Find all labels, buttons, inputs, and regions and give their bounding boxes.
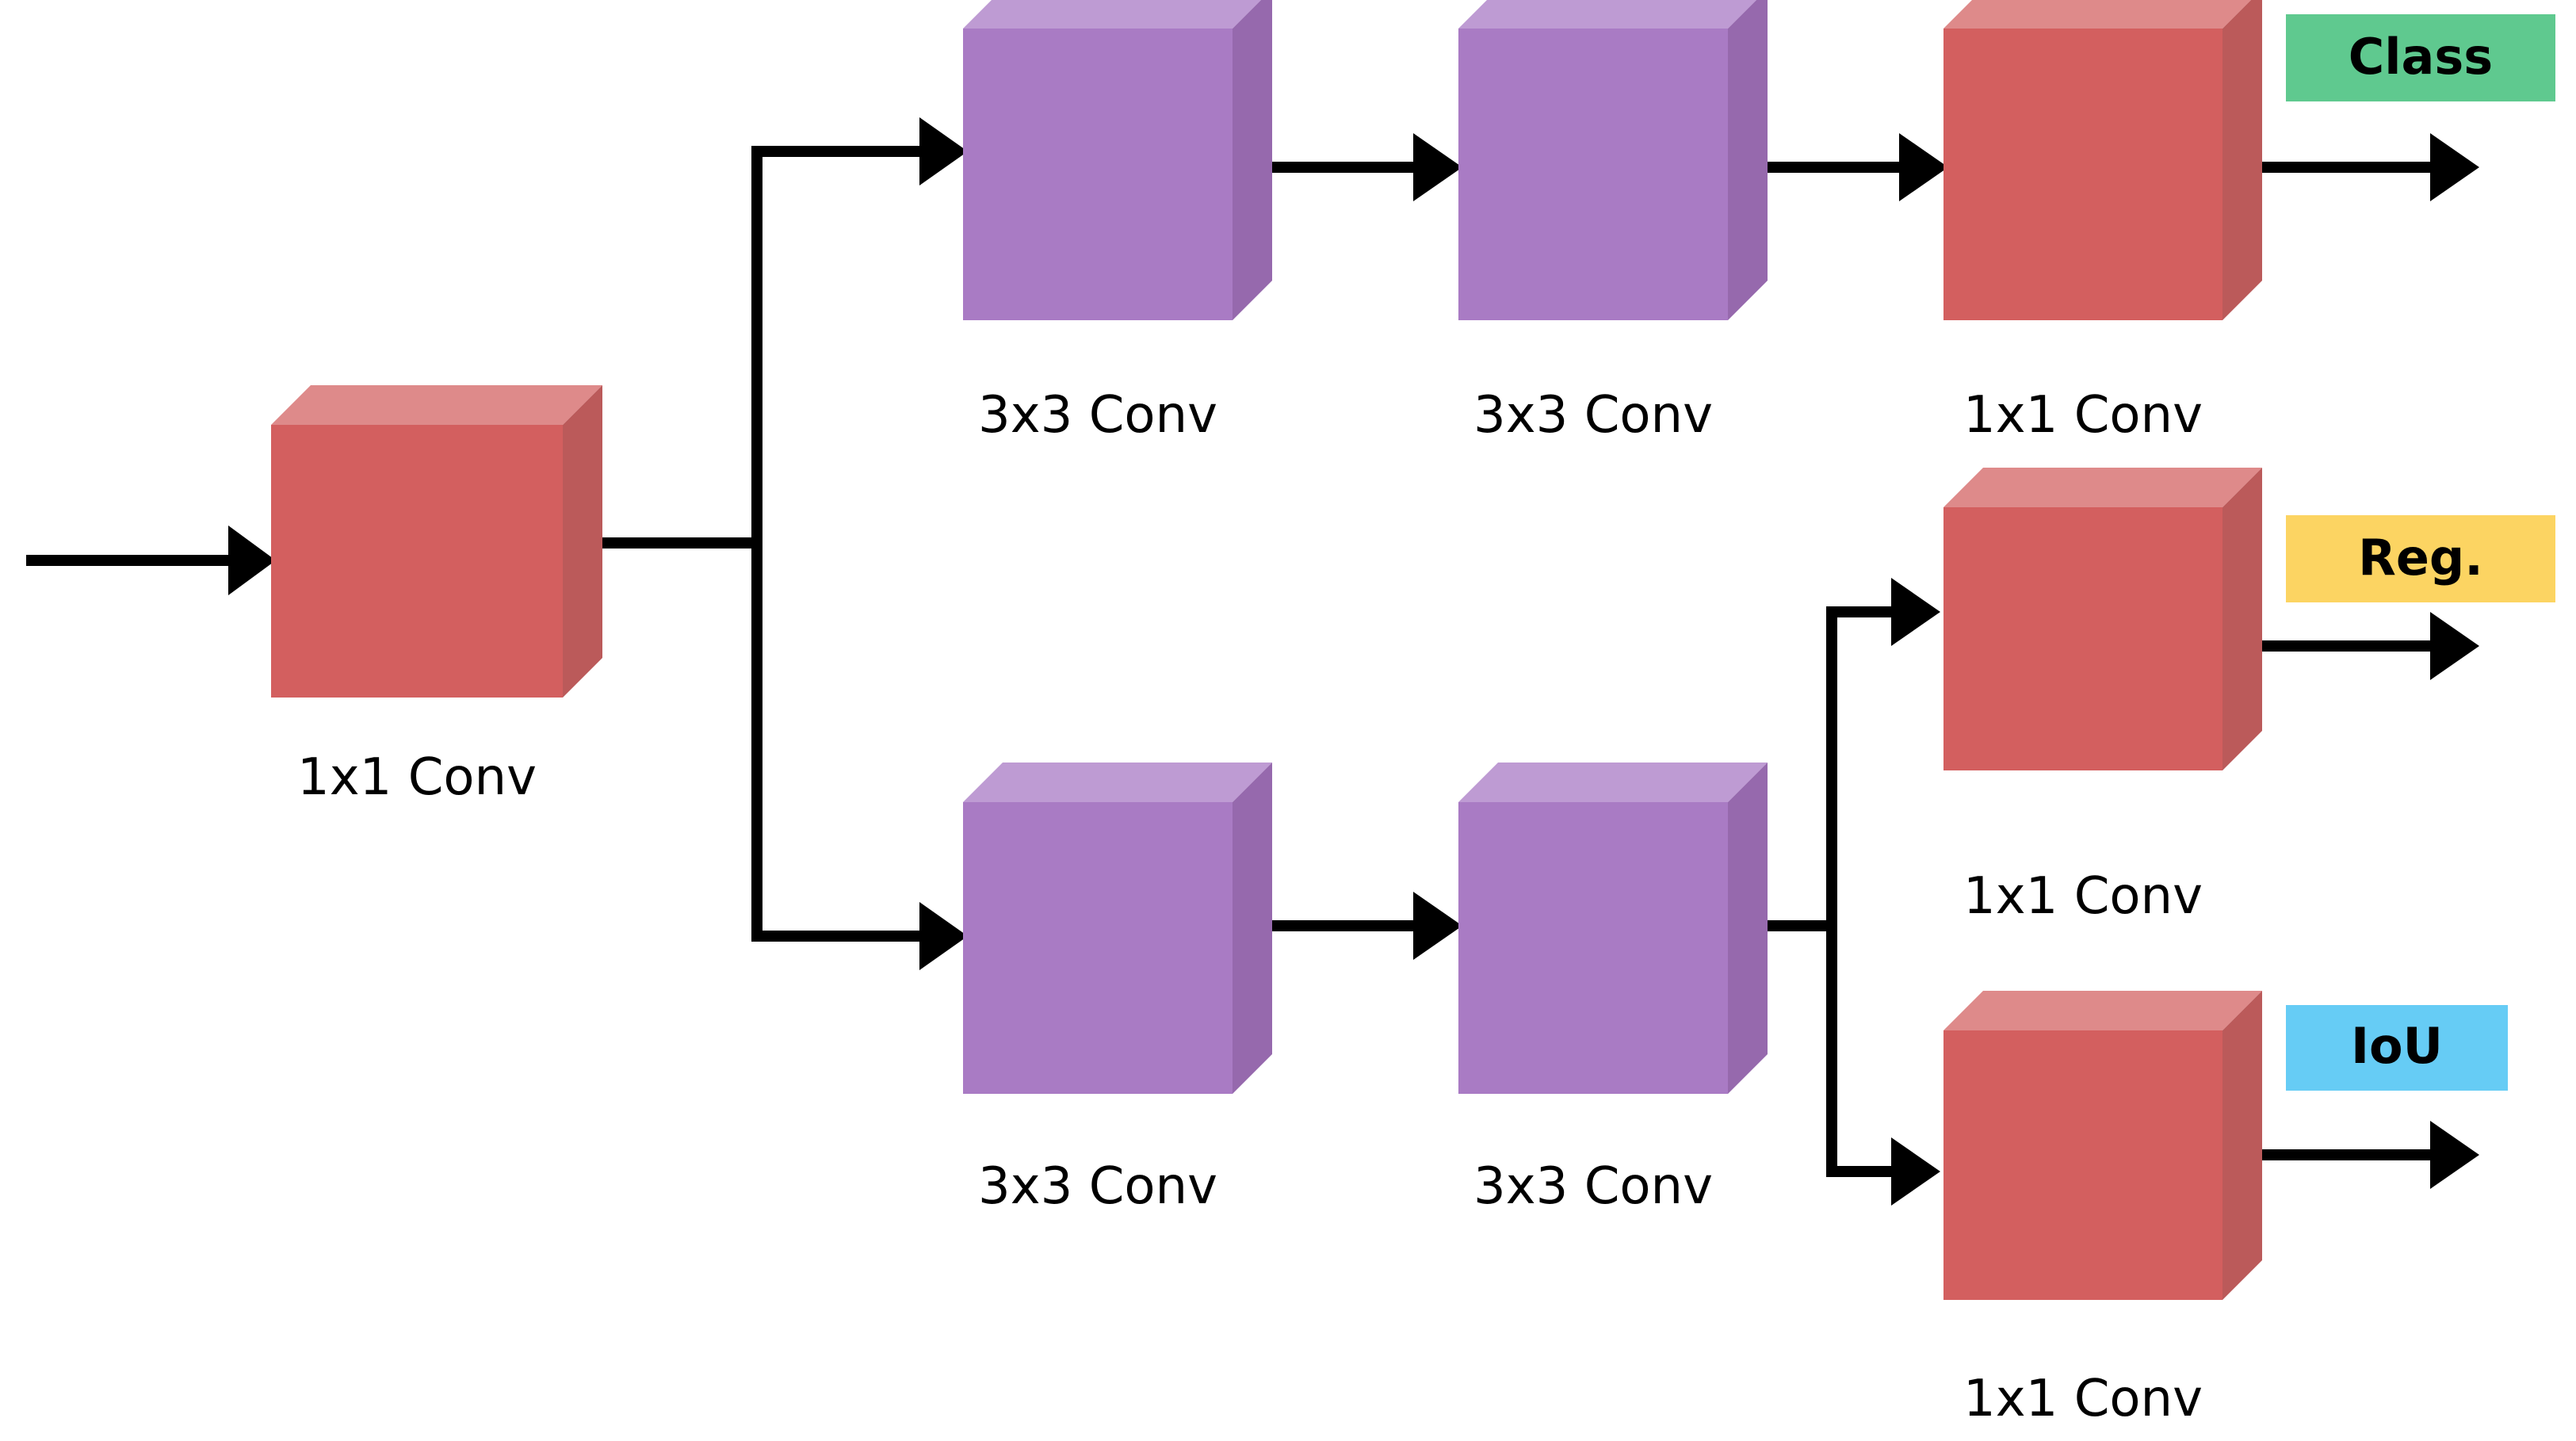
box-side-face: [1728, 0, 1768, 320]
box-side-face: [1233, 763, 1272, 1094]
reg-badge-label: Reg.: [2358, 529, 2483, 587]
node-cls-3x3-conv-1[interactable]: 3x3 Conv: [963, 0, 1272, 445]
arrow-reg-output: [2234, 612, 2479, 680]
box-top-face: [963, 0, 1261, 29]
box-side-face: [1728, 763, 1768, 1094]
node-label-cls-head: 1x1 Conv: [1963, 386, 2203, 445]
arrow-reg-conv1-to-conv2: [1262, 892, 1462, 960]
arrow-cls-conv2-to-head: [1758, 133, 1948, 201]
box-side-face: [1233, 0, 1272, 320]
box-top-face: [1458, 0, 1756, 29]
node-stem-1x1-conv[interactable]: 1x1 Conv: [271, 385, 602, 807]
box-top-face: [1458, 763, 1768, 802]
box-top-face: [1943, 0, 2251, 29]
iou-badge-background: [2286, 1005, 2508, 1091]
class-badge-label: Class: [2349, 28, 2493, 86]
node-label-iou-head: 1x1 Conv: [1963, 1370, 2203, 1428]
node-label-cls-conv2: 3x3 Conv: [1473, 386, 1713, 445]
node-reg-1x1-conv-head[interactable]: 1x1 Conv: [1943, 468, 2262, 926]
arrow-to-reg-conv1: [751, 902, 968, 970]
box-front-face: [1458, 29, 1728, 320]
node-cls-1x1-conv-head[interactable]: 1x1 Conv: [1943, 0, 2262, 445]
arrow-to-cls-conv1: [751, 117, 968, 185]
node-label-reg-head: 1x1 Conv: [1963, 867, 2203, 926]
arrow-to-reg-head: [1826, 578, 1940, 646]
node-label-stem: 1x1 Conv: [297, 748, 537, 807]
arrow-cls-conv1-to-conv2: [1262, 133, 1462, 201]
node-reg-3x3-conv-2[interactable]: 3x3 Conv: [1458, 763, 1768, 1216]
box-side-face: [2222, 468, 2262, 770]
iou-badge-label: IoU: [2351, 1017, 2443, 1075]
arrow-to-iou-head: [1826, 1137, 1940, 1206]
box-front-face: [1943, 1030, 2222, 1300]
node-cls-3x3-conv-2[interactable]: 3x3 Conv: [1458, 0, 1768, 445]
box-top-face: [1943, 991, 2262, 1030]
input-arrow: [26, 526, 276, 595]
output-badge-class[interactable]: Class: [2286, 14, 2555, 101]
node-label-cls-conv1: 3x3 Conv: [978, 386, 1217, 445]
box-front-face: [271, 425, 563, 698]
node-reg-3x3-conv-1[interactable]: 3x3 Conv: [963, 763, 1272, 1216]
box-front-face: [963, 802, 1233, 1094]
node-label-reg-conv2: 3x3 Conv: [1473, 1157, 1713, 1216]
arrow-class-output: [2234, 133, 2479, 201]
node-label-reg-conv1: 3x3 Conv: [978, 1157, 1217, 1216]
reg-badge-background: [2286, 515, 2555, 602]
box-side-face: [563, 385, 602, 698]
output-badge-iou[interactable]: IoU: [2286, 1005, 2508, 1091]
box-side-face: [2222, 991, 2262, 1300]
arrow-iou-output: [2234, 1121, 2479, 1189]
box-side-face: [2222, 0, 2262, 320]
box-front-face: [1458, 802, 1728, 1094]
edges-layer: [26, 117, 2479, 1206]
box-top-face: [271, 385, 602, 425]
box-front-face: [963, 29, 1233, 320]
node-iou-1x1-conv-head[interactable]: 1x1 Conv: [1943, 991, 2262, 1428]
class-badge-background: [2286, 14, 2555, 101]
box-top-face: [1943, 468, 2262, 507]
box-top-face: [963, 763, 1272, 802]
output-badge-reg[interactable]: Reg.: [2286, 515, 2555, 602]
box-front-face: [1943, 507, 2222, 770]
box-front-face: [1943, 29, 2222, 320]
